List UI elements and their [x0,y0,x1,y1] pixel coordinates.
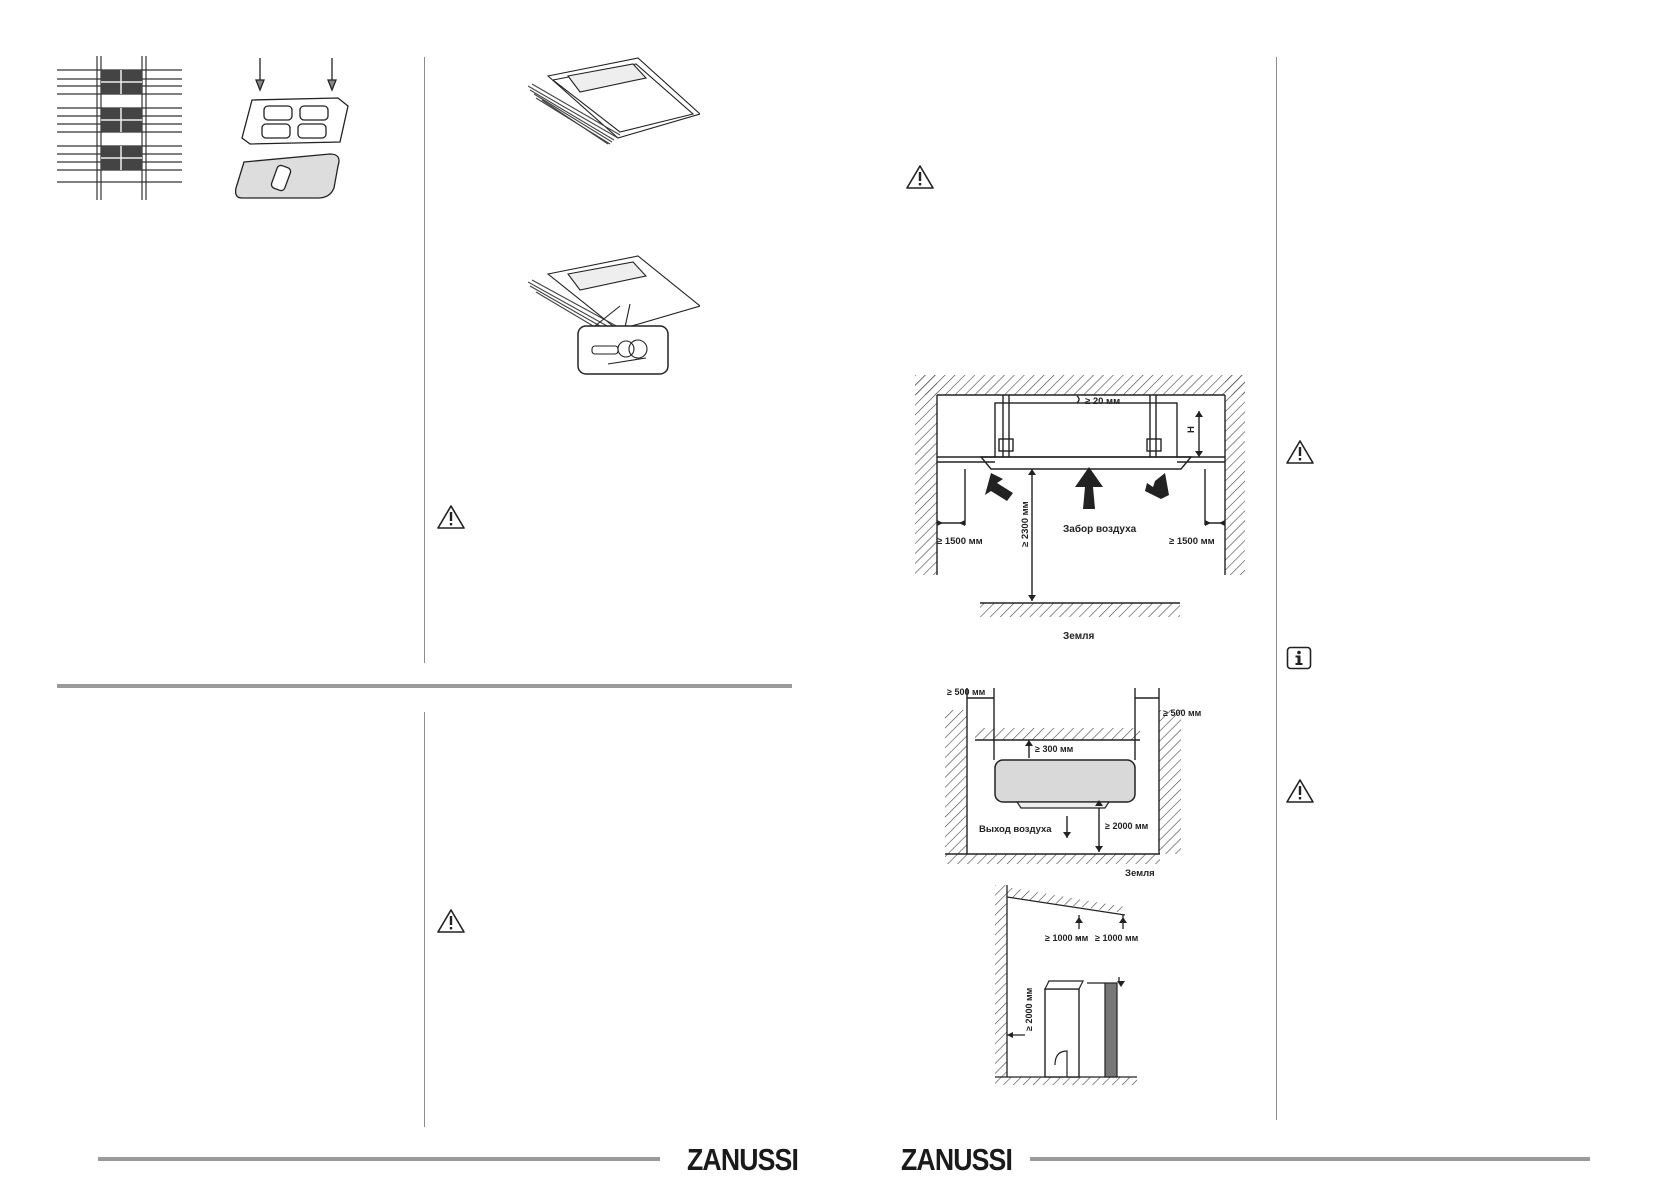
brand-logo-right: ZANUSSI [901,1142,1013,1177]
top-left-label: ≥ 1000 мм [1045,933,1089,943]
airflow-arrow-left [985,473,1013,501]
info-icon [1286,646,1312,670]
side-right-label: ≥ 1500 мм [1169,536,1215,547]
front-label: ≥ 2000 мм [1024,987,1034,1031]
brand-logo-left: ZANUSSI [687,1142,799,1177]
column-divider-3 [1276,57,1277,1120]
column-divider-1 [424,57,425,663]
indoor-unit [994,759,1136,803]
warning-triangle-icon [1286,440,1314,464]
footer-rule-left [98,1157,660,1161]
ground-label: Земля [1125,868,1155,878]
cassette-panel-illustration [528,57,700,145]
clear-height-label: ≥ 2300 мм [1020,501,1031,547]
outdoor-wall-panel [1104,982,1118,1078]
footer-rule-right [1030,1157,1590,1161]
height-label: H [1186,426,1197,433]
warning-triangle-icon [906,165,934,189]
gap-top-label: ≥ 20 мм [1085,396,1120,407]
outlet-label: Выход воздуха [979,824,1052,835]
ground-label: Земля [1063,631,1094,642]
airflow-arrow-intake [1075,467,1103,509]
column-divider-2 [424,712,425,1127]
warning-triangle-icon [437,505,465,529]
outdoor-unit-clearance-diagram: ≥ 1000 мм ≥ 1000 мм ≥ 2000 мм [995,885,1139,1085]
cassette-fixing-illustration [528,255,700,375]
ceiling-clearance-diagram: ≥ 20 мм H ≥ 2300 мм Забор воздуха ≥ 1500… [915,375,1245,642]
filter-frame-illustration [234,58,349,199]
side-left-label: ≥ 500 мм [947,688,986,697]
top-label: ≥ 300 мм [1035,744,1074,754]
top-right-label: ≥ 1000 мм [1095,933,1139,943]
side-right-label: ≥ 500 мм [1163,708,1202,718]
bottom-label: ≥ 2000 мм [1105,821,1149,831]
airflow-arrow-right [1145,473,1169,499]
outdoor-unit [1044,988,1080,1078]
warning-triangle-icon [437,909,465,933]
section-divider [57,684,792,688]
side-left-label: ≥ 1500 мм [937,536,983,547]
ceiling-hatch [915,375,1245,617]
intake-label: Забор воздуха [1063,523,1137,535]
wall-unit-clearance-diagram: ≥ 500 мм ≥ 500 мм ≥ 300 мм Выход воздуха… [945,688,1202,878]
warning-triangle-icon [1286,779,1314,803]
filter-grid-illustration [57,56,182,200]
